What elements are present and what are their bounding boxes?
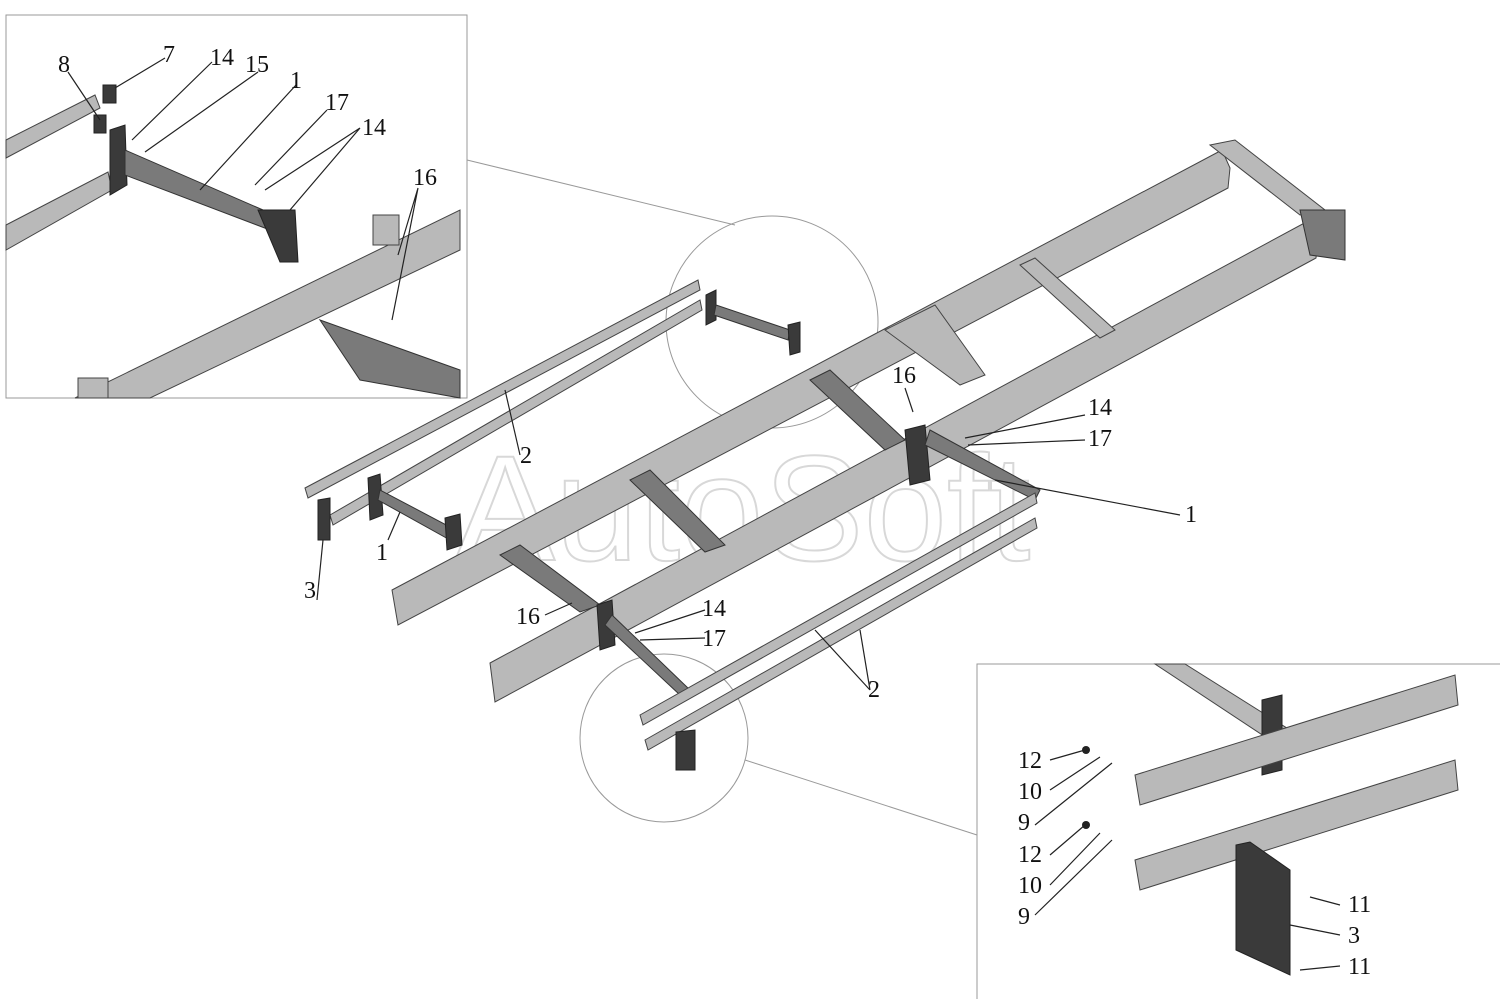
callout-17: 17 — [702, 626, 726, 652]
side-rails — [304, 279, 1038, 771]
detail-connector-top — [466, 159, 736, 226]
callout-10: 10 — [1018, 779, 1042, 805]
callout-15: 15 — [245, 52, 269, 78]
callout-17: 17 — [325, 90, 349, 116]
callout-10: 10 — [1018, 873, 1042, 899]
detail-circle-bottom — [579, 653, 749, 823]
callout-3: 3 — [304, 578, 316, 604]
callout-7: 7 — [163, 42, 175, 68]
callout-9: 9 — [1018, 904, 1030, 930]
callout-14: 14 — [702, 596, 726, 622]
inset-top-left-drawing — [5, 84, 461, 399]
callout-12: 12 — [1018, 748, 1042, 774]
callout-9: 9 — [1018, 810, 1030, 836]
callout-3: 3 — [1348, 923, 1360, 949]
callout-12: 12 — [1018, 842, 1042, 868]
inset-top-left-frame — [5, 14, 468, 399]
frame-assembly — [391, 139, 1346, 703]
callout-16: 16 — [413, 165, 437, 191]
callout-17: 17 — [1088, 426, 1112, 452]
inset-bottom-right-drawing — [1082, 663, 1459, 976]
callout-16: 16 — [892, 363, 916, 389]
callout-14: 14 — [362, 115, 386, 141]
callout-1: 1 — [290, 68, 302, 94]
callout-14: 14 — [210, 45, 234, 71]
callout-1: 1 — [1185, 502, 1197, 528]
callout-2: 2 — [868, 677, 880, 703]
callout-8: 8 — [58, 52, 70, 78]
callout-2: 2 — [520, 443, 532, 469]
callout-11: 11 — [1348, 892, 1371, 918]
detail-connector-bottom — [744, 759, 978, 836]
callout-16: 16 — [516, 604, 540, 630]
leader-lines — [67, 57, 1341, 971]
callout-11: 11 — [1348, 954, 1371, 980]
inset-bottom-right-frame — [976, 663, 1500, 999]
callout-1: 1 — [376, 540, 388, 566]
callout-14: 14 — [1088, 395, 1112, 421]
